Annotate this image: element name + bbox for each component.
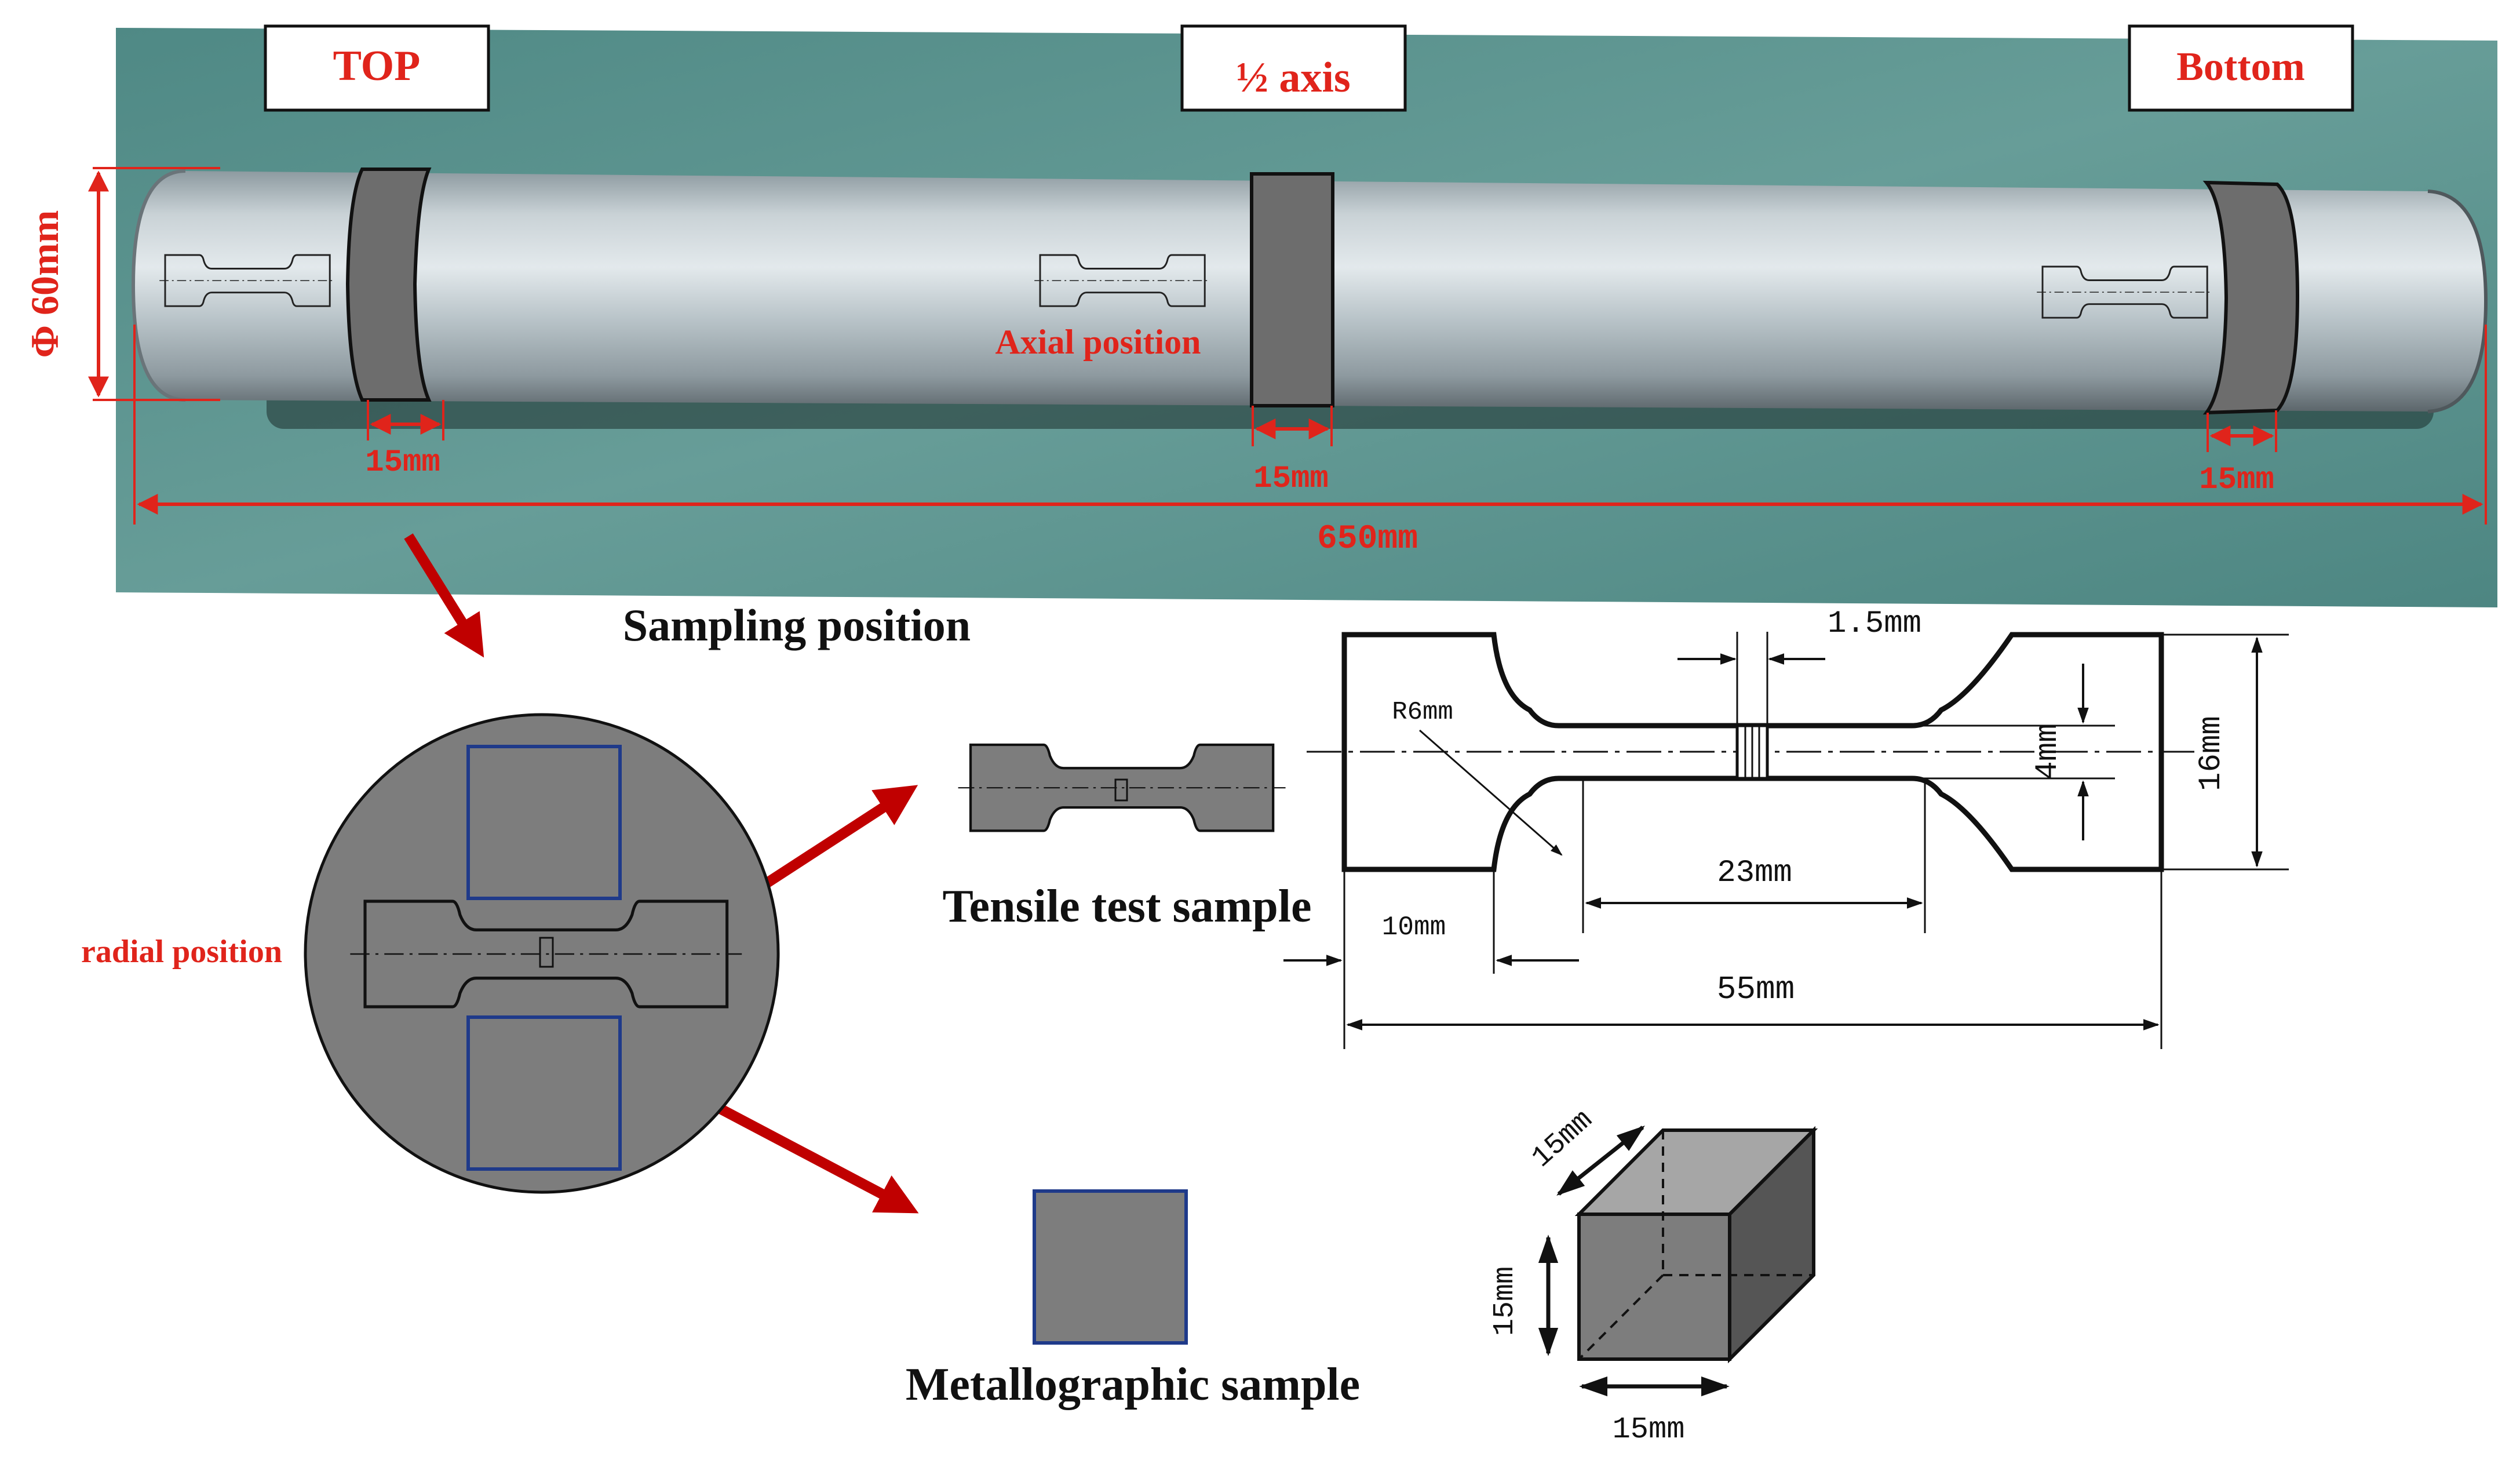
metallographic-cube: 15mm 15mm 15mm <box>1489 1104 1818 1447</box>
slice-dimension-top: 15mm <box>365 400 444 480</box>
upper-metallographic-square <box>466 745 622 900</box>
gauge-mark-dimension: 1.5mm <box>1828 606 1921 642</box>
arrow-to-cross-section <box>404 533 484 658</box>
svg-text:15mm: 15mm <box>2199 463 2274 498</box>
label-bottom: Bottom <box>2128 24 2354 112</box>
lower-metallographic-square <box>466 1015 622 1171</box>
slice-dimension-bottom: 15mm <box>2199 410 2277 498</box>
svg-text:Bottom: Bottom <box>2176 45 2305 89</box>
axial-position-label: Axial position <box>995 323 1201 361</box>
svg-text:650mm: 650mm <box>1317 520 1418 558</box>
parallel-length-dimension: 23mm <box>1717 855 1792 891</box>
cube-width-dimension: 15mm <box>1613 1412 1685 1447</box>
metallographic-sample-square <box>1033 1189 1188 1345</box>
cube-height-dimension: 15mm <box>1489 1266 1522 1336</box>
radial-position-label: radial position <box>81 934 282 970</box>
cross-section-disk <box>304 713 780 1194</box>
top-slice <box>345 168 432 402</box>
svg-text:15mm: 15mm <box>1253 461 1329 497</box>
total-width-dimension: 16mm <box>2194 716 2229 791</box>
length-dimension: 650mm <box>133 325 2487 558</box>
tensile-test-sample-caption: Tensile test sample <box>942 881 1311 932</box>
svg-text:Φ 60mm: Φ 60mm <box>23 210 67 358</box>
gauge-width-dimension: 4mm <box>2030 723 2066 780</box>
grip-length-dimension: 10mm <box>1382 912 1446 942</box>
slice-dimension-half-axis: 15mm <box>1252 406 1333 497</box>
arrow-to-metallographic-sample <box>687 1088 919 1214</box>
half-axis-slice <box>1250 172 1334 407</box>
cube-depth-dimension: 15mm <box>1526 1104 1599 1175</box>
diameter-dimension: Φ 60mm <box>23 167 220 401</box>
radius-dimension: R6mm <box>1392 698 1453 727</box>
label-top: TOP <box>264 24 490 112</box>
rod-photo <box>116 28 2497 607</box>
gauge-mark-hatch <box>1735 724 1769 780</box>
svg-text:TOP: TOP <box>333 42 421 90</box>
label-half-axis: ½ axis <box>1180 24 1407 112</box>
total-length-dimension: 55mm <box>1717 971 1795 1008</box>
sampling-position-caption: Sampling position <box>623 600 971 650</box>
svg-text:½ axis: ½ axis <box>1236 54 1350 101</box>
tensile-specimen-small <box>958 745 1286 831</box>
tensile-engineering-drawing: 1.5mm R6mm 4mm 16mm 23mm 10mm 55mm <box>1283 606 2289 1049</box>
svg-text:15mm: 15mm <box>365 445 440 480</box>
metallographic-sample-caption: Metallographic sample <box>906 1359 1360 1410</box>
